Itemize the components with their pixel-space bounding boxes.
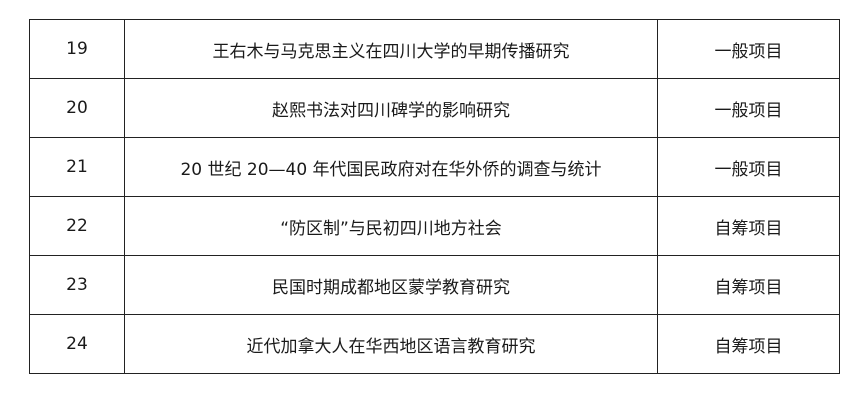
- table-row: 24 近代加拿大人在华西地区语言教育研究 自筹项目: [29, 314, 840, 374]
- project-type: 自筹项目: [657, 255, 840, 315]
- row-number: 19: [29, 19, 125, 79]
- project-type: 自筹项目: [657, 196, 840, 256]
- table-row: 21 20 世纪 20—40 年代国民政府对在华外侨的调查与统计 一般项目: [29, 137, 840, 197]
- project-title: 王右木与马克思主义在四川大学的早期传播研究: [124, 19, 658, 79]
- row-number: 21: [29, 137, 125, 197]
- table-row: 22 “防区制”与民初四川地方社会 自筹项目: [29, 196, 840, 256]
- table-row: 19 王右木与马克思主义在四川大学的早期传播研究 一般项目: [29, 19, 840, 79]
- project-table: 19 王右木与马克思主义在四川大学的早期传播研究 一般项目 20 赵熙书法对四川…: [29, 19, 840, 374]
- project-type: 一般项目: [657, 137, 840, 197]
- project-title: 民国时期成都地区蒙学教育研究: [124, 255, 658, 315]
- row-number: 24: [29, 314, 125, 374]
- project-type: 自筹项目: [657, 314, 840, 374]
- row-number: 22: [29, 196, 125, 256]
- project-title: 赵熙书法对四川碑学的影响研究: [124, 78, 658, 138]
- project-title: 20 世纪 20—40 年代国民政府对在华外侨的调查与统计: [124, 137, 658, 197]
- project-type: 一般项目: [657, 78, 840, 138]
- row-number: 20: [29, 78, 125, 138]
- project-title: 近代加拿大人在华西地区语言教育研究: [124, 314, 658, 374]
- row-number: 23: [29, 255, 125, 315]
- project-title: “防区制”与民初四川地方社会: [124, 196, 658, 256]
- project-type: 一般项目: [657, 19, 840, 79]
- project-table-container: 19 王右木与马克思主义在四川大学的早期传播研究 一般项目 20 赵熙书法对四川…: [29, 19, 840, 374]
- table-row: 20 赵熙书法对四川碑学的影响研究 一般项目: [29, 78, 840, 138]
- table-row: 23 民国时期成都地区蒙学教育研究 自筹项目: [29, 255, 840, 315]
